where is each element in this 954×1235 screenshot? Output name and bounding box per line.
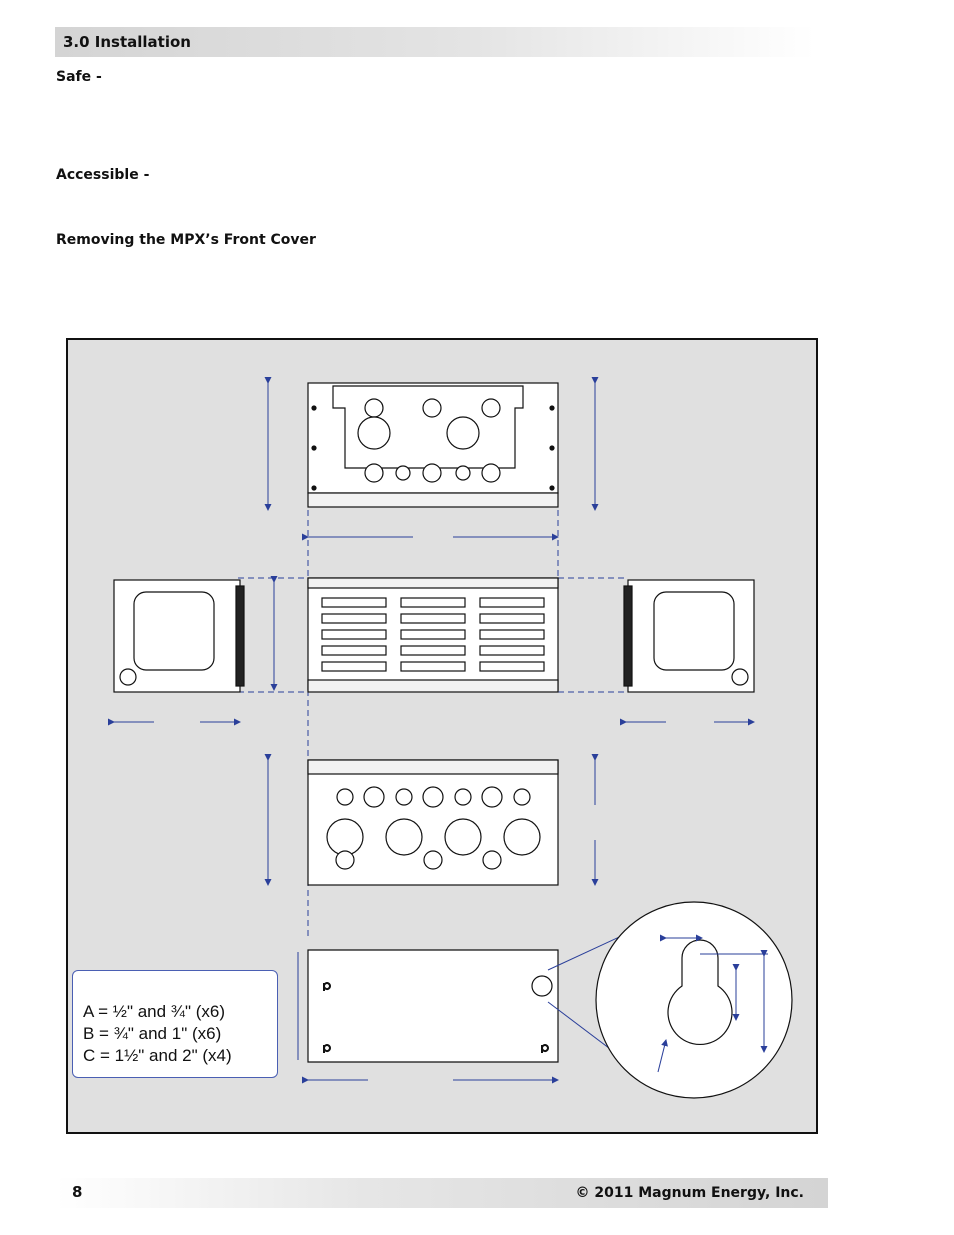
page-footer: 8 © 2011 Magnum Energy, Inc. — [56, 1178, 828, 1208]
dimension-figure: A = ½" and ¾" (x6) B = ¾" and 1" (x6) C … — [66, 338, 818, 1134]
accessible-label: Accessible - — [56, 167, 150, 183]
section-header-bar: 3.0 Installation — [55, 27, 815, 57]
top-view — [307, 382, 559, 508]
legend-line-a: A = ½" and ¾" (x6) — [83, 1002, 226, 1021]
safe-label: Safe - — [56, 69, 102, 85]
knockout-legend: A = ½" and ¾" (x6) B = ¾" and 1" (x6) C … — [72, 970, 278, 1078]
legend-line-b: B = ¾" and 1" (x6) — [83, 1024, 222, 1043]
back-view — [307, 949, 559, 1063]
legend-line-c: C = 1½" and 2" (x4) — [83, 1046, 232, 1065]
bottom-view — [307, 759, 559, 886]
copyright-text: © 2011 Magnum Energy, Inc. — [575, 1185, 804, 1201]
front-cover-heading: Removing the MPX’s Front Cover — [56, 232, 316, 248]
keyhole-detail — [595, 901, 793, 1099]
front-view — [307, 577, 559, 693]
right-side-view — [623, 579, 755, 693]
section-title: 3.0 Installation — [63, 33, 191, 51]
enclosure-drawings — [108, 377, 793, 1099]
left-side-view — [113, 579, 245, 693]
page-number: 8 — [72, 1183, 83, 1201]
